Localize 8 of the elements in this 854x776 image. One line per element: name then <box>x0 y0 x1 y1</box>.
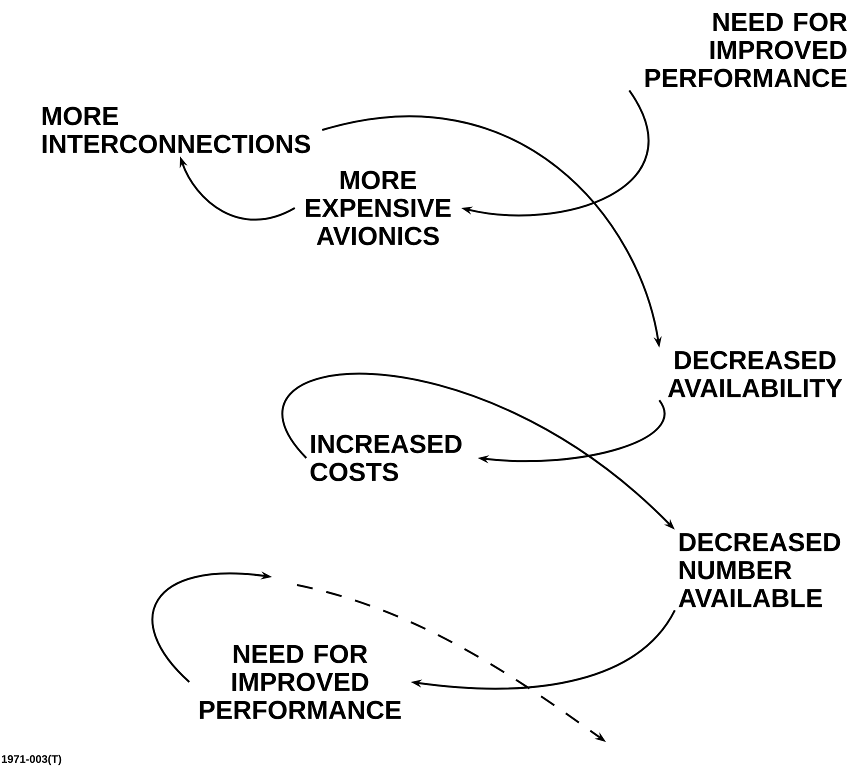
node-text: DECREASED AVAILABILITY <box>668 350 842 398</box>
node-text: NEED FOR IMPROVED PERFORMANCE <box>200 644 401 720</box>
node-text: INCREASED COSTS <box>310 434 462 482</box>
node-text: DECREASED NUMBER AVAILABLE <box>678 532 840 608</box>
node-text: MORE INTERCONNECTIONS <box>42 106 310 154</box>
node-text: NEED FOR IMPROVED PERFORMANCE <box>646 12 847 88</box>
node-text: MORE EXPENSIVE AVIONICS <box>306 170 451 246</box>
figure-number: 1971-003(T) <box>2 754 62 766</box>
